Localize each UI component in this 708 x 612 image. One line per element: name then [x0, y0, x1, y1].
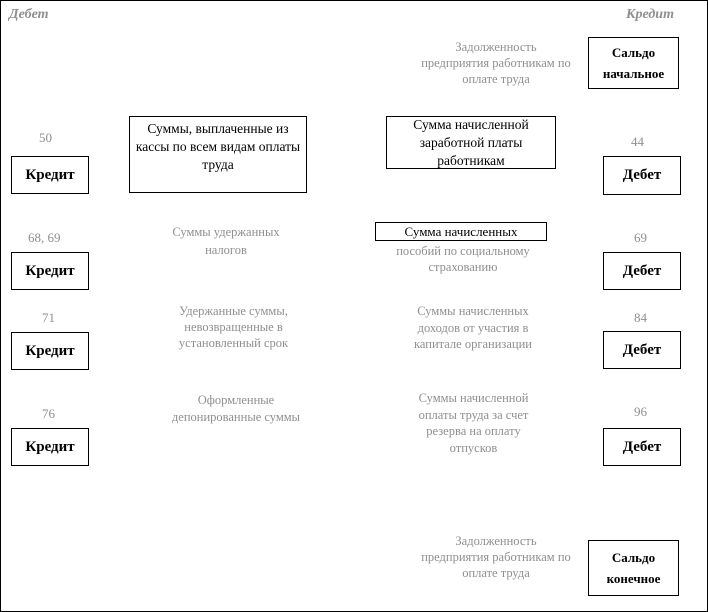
credit-entry-accrued-benefits-box: Сумма начисленных — [375, 222, 547, 241]
opening-balance-description: Задолженность предприятия работникам по … — [421, 40, 571, 86]
opening-balance-box: Сальдо начальное — [588, 37, 679, 89]
credit-column-header: Кредит — [626, 7, 674, 22]
credit-account-number-44: 44 — [631, 134, 644, 149]
credit-entry-vacation-reserve-text: Суммы начисленной оплаты труда за счет р… — [418, 391, 529, 455]
credit-account-number-84: 84 — [634, 310, 647, 325]
debit-entry-withheld-taxes-text: Суммы удержанных налогов — [172, 225, 280, 257]
debit-side-box-row4: Дебет — [603, 428, 681, 466]
credit-side-box-row2: Кредит — [11, 252, 89, 290]
debit-account-number-76: 76 — [42, 406, 55, 421]
credit-side-box-row1: Кредит — [11, 156, 89, 194]
credit-entry-participation-income-text: Суммы начисленных доходов от участия в к… — [414, 304, 532, 351]
debit-entry-deposited-sums-text: Оформленные депонированные суммы — [171, 393, 301, 424]
credit-account-number-96: 96 — [634, 404, 647, 419]
debit-entry-unreturned-sums-text: Удержанные суммы, невозвращенные в устан… — [178, 304, 289, 350]
closing-balance-box: Сальдо конечное — [588, 540, 679, 596]
credit-side-box-row4: Кредит — [11, 428, 89, 466]
debit-side-box-row2: Дебет — [603, 252, 681, 290]
debit-side-box-row3: Дебет — [603, 331, 681, 369]
credit-entry-accrued-wages-box: Сумма начисленной заработной платы работ… — [386, 116, 556, 169]
debit-entry-cash-payments-box: Суммы, выплаченные из кассы по всем вида… — [129, 116, 307, 193]
debit-column-header: Дебет — [9, 7, 49, 22]
credit-entry-accrued-benefits-text: пособий по социальному страхованию — [396, 244, 530, 274]
closing-balance-description: Задолженность предприятия работникам по … — [421, 534, 571, 580]
debit-account-number-68-69: 68, 69 — [28, 230, 61, 245]
debit-account-number-71: 71 — [42, 310, 55, 325]
credit-account-number-69: 69 — [634, 230, 647, 245]
credit-side-box-row3: Кредит — [11, 332, 89, 370]
debit-side-box-row1: Дебет — [603, 156, 681, 195]
debit-account-number-50: 50 — [39, 130, 52, 145]
